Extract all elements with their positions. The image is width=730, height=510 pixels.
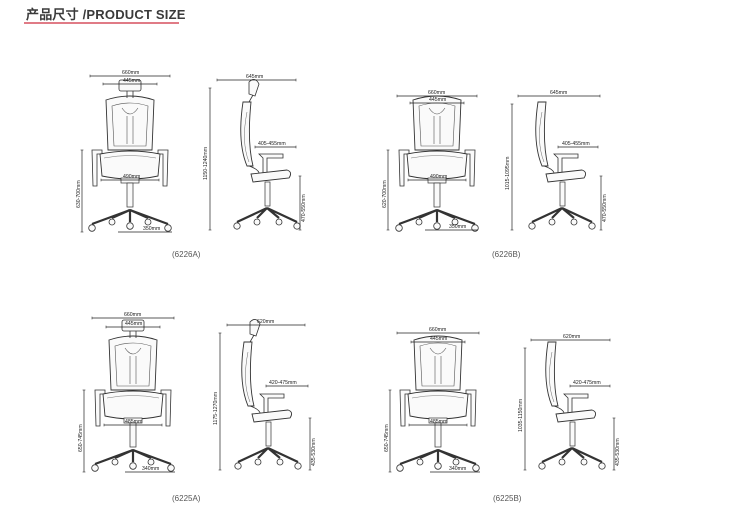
dimension-lines-6225b <box>388 331 616 473</box>
dim-overall-width: 660mm <box>429 327 446 333</box>
chair-front-view-6225b <box>395 334 481 473</box>
dim-seat-width: 490mm <box>123 174 140 180</box>
dim-side-depth: 645mm <box>550 90 567 96</box>
dimension-lines-6226a <box>80 74 302 233</box>
dim-overall-width: 660mm <box>124 312 141 318</box>
dim-side-height: 1015-1095mm <box>505 157 511 190</box>
dim-base-radius: 340mm <box>449 466 466 472</box>
dim-side-depth: 620mm <box>563 334 580 340</box>
dim-side-height: 1150-1240mm <box>203 147 209 180</box>
dim-overall-width: 660mm <box>428 90 445 96</box>
chair-front-view-6225a <box>90 319 176 473</box>
dim-base-radius: 350mm <box>143 226 160 232</box>
dim-total-height: 650-745mm <box>384 424 390 452</box>
model-label-6225a: (6225A) <box>172 494 201 503</box>
dim-armrest: 420-475mm <box>573 380 601 386</box>
dim-inner-width: 445mm <box>125 321 142 327</box>
page-title: 产品尺寸 /PRODUCT SIZE <box>26 7 186 22</box>
dimension-lines-6225a <box>82 316 312 473</box>
dim-side-depth: 620mm <box>257 319 274 325</box>
dim-total-height: 650-745mm <box>78 424 84 452</box>
dim-side-height: 1035-1150mm <box>518 399 524 432</box>
dimension-labels-6226b: 660mm 445mm 490mm 350mm 620-700mm 645mm … <box>382 90 608 230</box>
dim-overall-width: 660mm <box>122 70 139 76</box>
dim-inner-width: 445mm <box>430 336 447 342</box>
dim-total-height: 620-700mm <box>382 180 388 208</box>
chair-side-view-6226a <box>232 79 302 231</box>
dim-seat-width: 485mm <box>125 419 142 425</box>
dim-inner-width: 445mm <box>123 78 140 84</box>
dim-base-radius: 340mm <box>142 466 159 472</box>
model-label-6226b: (6226B) <box>492 250 521 259</box>
dim-armrest: 420-475mm <box>269 380 297 386</box>
model-label-6226a: (6226A) <box>172 250 201 259</box>
model-label-6225b: (6225B) <box>493 494 522 503</box>
dim-seat-height: 435-530mm <box>311 438 317 466</box>
dim-seat-height: 435-530mm <box>615 438 621 466</box>
chair-side-view-6225a <box>233 319 303 471</box>
dim-armrest: 405-455mm <box>562 141 590 147</box>
dimension-labels-6225b: 660mm 445mm 485mm 340mm 650-745mm 620mm … <box>384 327 621 472</box>
dim-side-depth: 645mm <box>246 74 263 80</box>
dim-seat-height: 470-550mm <box>602 194 608 222</box>
dimension-labels-6225a: 660mm 445mm 485mm 340mm 650-745mm 620mm … <box>78 312 317 472</box>
dim-base-radius: 350mm <box>449 224 466 230</box>
chair-front-view-6226b <box>394 94 480 233</box>
dim-inner-width: 445mm <box>429 97 446 103</box>
chair-front-view-6226a <box>87 79 173 233</box>
dim-side-height: 1175-1270mm <box>213 392 219 425</box>
dim-armrest: 405-455mm <box>258 141 286 147</box>
dim-seat-height: 470-550mm <box>301 194 307 222</box>
title-underline <box>24 22 179 24</box>
dim-seat-width: 485mm <box>430 419 447 425</box>
chair-side-view-6226b <box>527 100 597 231</box>
chair-side-view-6225b <box>537 340 607 471</box>
dimension-labels-6226a: 660mm 445mm 490mm 350mm 630-700mm 645mm … <box>76 70 307 232</box>
dim-seat-width: 490mm <box>430 174 447 180</box>
dim-total-height: 630-700mm <box>76 180 82 208</box>
dimension-lines-6226b <box>386 94 603 231</box>
